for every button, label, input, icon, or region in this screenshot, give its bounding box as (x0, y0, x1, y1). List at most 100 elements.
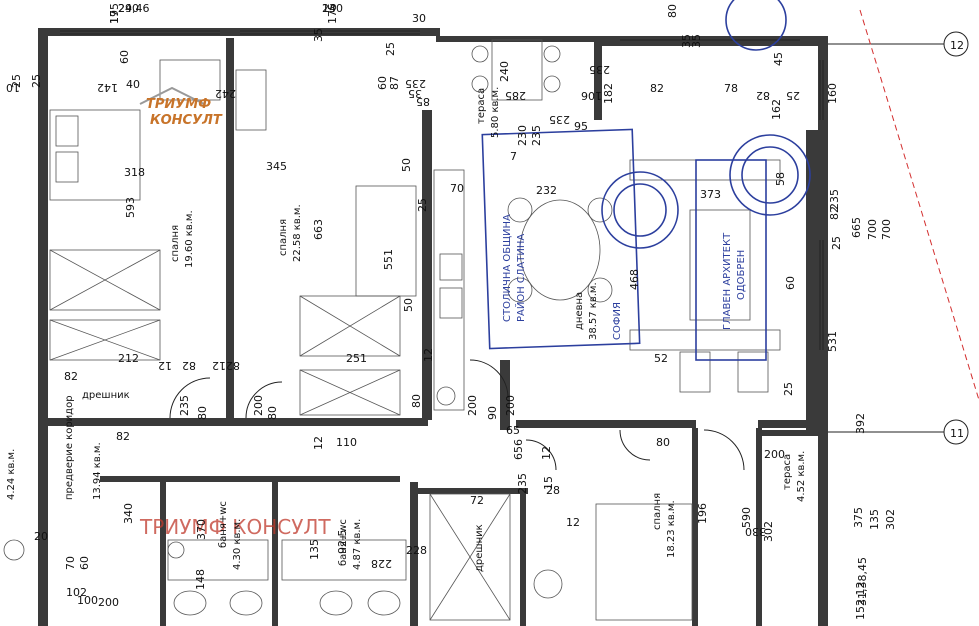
dimension-label: 10 (6, 81, 20, 94)
dimension-label: 468 (628, 269, 641, 290)
stamp-line-4: ГЛАВЕН АРХИТЕКТ (722, 232, 733, 330)
dimension-label: 13 (322, 2, 336, 15)
dimension-label: 240 (118, 2, 139, 15)
furniture (3, 39, 781, 621)
dimension-label: 152.12 (854, 582, 867, 621)
dimension-label: 87 (388, 76, 401, 90)
dimension-label: 25 (30, 74, 43, 88)
dimension-label: 92.5 (336, 530, 349, 555)
dimension-label: 60 (376, 76, 389, 90)
dimension-label: 80 (266, 406, 279, 420)
dimension-label: 45 (772, 52, 785, 66)
dimension-label: 148 (194, 569, 207, 590)
dimension-label: 25 (830, 236, 843, 250)
room-area-corridor: 13.94 кв.м. (92, 442, 103, 500)
room-area-bedroom-2: 22.58 кв.м. (292, 204, 303, 262)
dimension-label: 135 (868, 509, 881, 530)
dimension-label: 50 (400, 158, 413, 172)
dimension-label: 235 (530, 125, 543, 146)
dimension-label: 251 (346, 352, 367, 365)
dimension-label: 700 (866, 219, 879, 240)
dimension-label: 80 (666, 4, 679, 18)
dimension-label: 15 (542, 476, 555, 490)
room-name-bedroom-2: спалня (278, 219, 289, 256)
dimension-label: 19 (108, 10, 121, 24)
dimension-label: 235 (178, 395, 191, 416)
axis-markers: 12 11 (828, 9, 979, 445)
axis-label-mid: 11 (950, 427, 964, 440)
dimension-label: 35 (408, 87, 422, 100)
dimension-label: 12 (566, 516, 580, 529)
room-area-bedroom-1: 19.60 кв.м. (184, 210, 195, 268)
dimension-label: 590 (740, 507, 753, 528)
dimension-label: 95 (574, 120, 588, 133)
dimension-label: 35 (680, 34, 693, 48)
room-area-bedroom-3: 18.23 кв.м. (666, 500, 677, 558)
dimension-label: 25 (10, 74, 23, 88)
dimension-label: 240 (322, 2, 343, 15)
axis-label-top: 12 (950, 39, 964, 52)
dimension-label: 25 (416, 198, 429, 212)
stamp-line-3: СОФИЯ (612, 302, 623, 340)
dimension-label: 235 (516, 473, 529, 494)
dimension-label: 35 (312, 28, 325, 42)
dimension-label: 392 (854, 413, 867, 434)
dimension-label: 212 (118, 352, 139, 365)
dimension-label: 82 (828, 206, 841, 220)
dimension-label: 551 (382, 249, 395, 270)
dimension-label: 50 (402, 298, 415, 312)
dimension-label: 228 (406, 544, 427, 557)
dimension-label: 663 (312, 219, 325, 240)
door-swings (169, 359, 745, 471)
dimension-label: 25 (786, 89, 800, 102)
dimension-label: 593 (124, 197, 137, 218)
dimension-label: 102 (66, 586, 87, 599)
dimension-label: 318 (124, 166, 145, 179)
dimension-label: 65 (506, 424, 520, 437)
room-area-bath-1: 4.30 кв.м. (232, 519, 243, 570)
dimension-label: 78 (724, 82, 738, 95)
dimension-label: 100 (77, 594, 98, 607)
dimension-label: 80 (410, 394, 423, 408)
room-area-bath-2: 4.87 кв.м. (352, 519, 363, 570)
dimension-label: 200 (764, 448, 785, 461)
dimension-label: 12 (158, 359, 172, 372)
room-area-living: 38.57 кв.м. (588, 282, 599, 340)
dimension-label: 160 (826, 83, 839, 104)
dimension-label: 665 (850, 217, 863, 238)
dimension-label: 82 (226, 359, 240, 372)
room-name-living: дневна (574, 292, 585, 330)
room-name-bath-2: баня+wc (338, 519, 349, 566)
dimension-label: 80 (196, 406, 209, 420)
dimension-label: 242 (215, 87, 236, 100)
logo-line1: ТРИУМФ (146, 97, 211, 112)
dimension-label: 12 (422, 348, 435, 362)
dimension-label: 110 (336, 436, 357, 449)
dimension-label: 340 (122, 503, 135, 524)
dimension-label: 142 (97, 81, 118, 94)
dimension-label: 228 (371, 557, 392, 570)
stamp-line-2: РАЙОН СЛАТИНА (514, 234, 527, 322)
dimension-label: 175 (108, 3, 121, 24)
dimension-label: 302 (762, 521, 775, 542)
dimension-label: 531 (826, 331, 839, 352)
dimension-label: 700 (880, 219, 893, 240)
dimension-label: 72 (470, 494, 484, 507)
dimension-label: 200 (466, 395, 479, 416)
dimension-label: 70 (450, 182, 464, 195)
dimension-label: 345 (266, 160, 287, 173)
room-area-left-partial: 4.24 кв.м. (6, 449, 17, 500)
dimension-label: 106 (581, 89, 602, 102)
room-area-terrace-1: 5.80 кв.м. (490, 87, 501, 138)
dimension-label: 85 (416, 95, 430, 108)
dimension-label: 80 (656, 436, 670, 449)
room-name-corridor: предверие коридор (64, 395, 75, 500)
dimension-label: 60 (118, 50, 131, 64)
dimension-label: 58 (774, 172, 787, 186)
dimension-label: 28 (546, 484, 560, 497)
room-name-terrace-2: тераса (782, 454, 793, 490)
stamp-line-1: СТОЛИЧНА ОБЩИНА (502, 214, 513, 322)
watermark: ТРИУМФ КОНСУЛТ (139, 515, 331, 539)
stamp-line-5: ОДОБРЕН (736, 250, 747, 300)
